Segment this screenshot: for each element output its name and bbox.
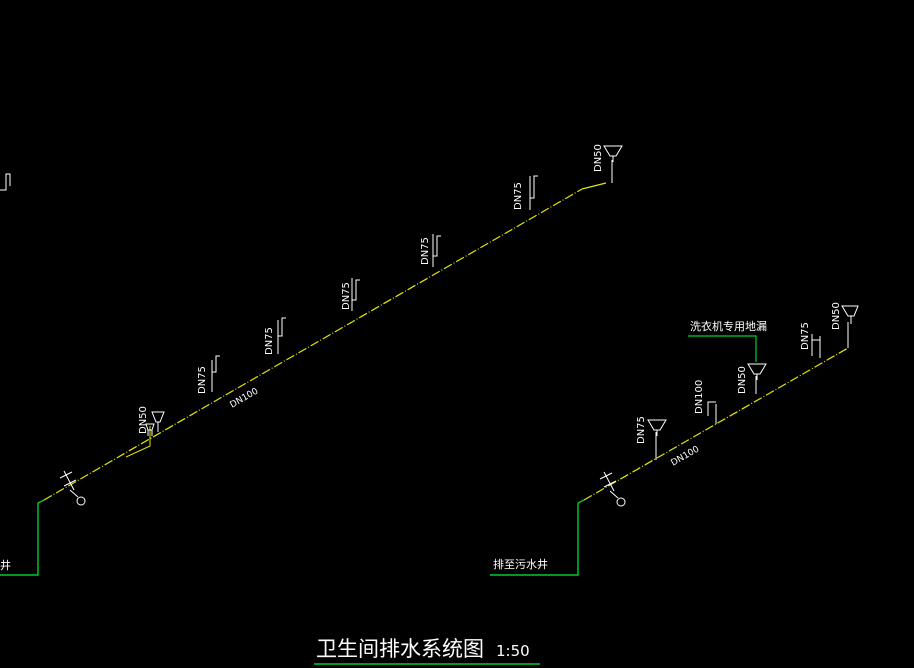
left-branch-4-label: DN75 (341, 282, 352, 310)
left-branch-1b (151, 411, 165, 432)
left-branch-2-label: DN75 (197, 366, 208, 394)
left-drainage-system: 井 DN100 DN50 DN75 (0, 144, 623, 576)
left-branch-2: DN75 (197, 355, 220, 394)
left-cleanout-symbol (59, 470, 86, 506)
left-branch-3-label: DN75 (264, 327, 275, 355)
right-branch-1: DN75 (636, 416, 667, 460)
right-branch-2: DN100 (694, 380, 717, 424)
left-branch-4: DN75 (341, 278, 360, 311)
right-branch-4-label: DN75 (800, 322, 811, 350)
left-outlet-riser (0, 499, 45, 576)
left-branch-7: DN50 (593, 144, 623, 183)
right-cleanout-symbol (599, 471, 626, 507)
washer-drain-label: 洗衣机专用地漏 (690, 319, 767, 333)
title-scale: 1:50 (496, 642, 530, 660)
left-main-pipe-end (581, 182, 607, 190)
floor-drain-icon (647, 419, 667, 436)
partial-trap-icon (0, 173, 11, 191)
left-main-pipe (43, 188, 583, 501)
right-branch-1-label: DN75 (636, 416, 647, 444)
left-branch-6-label: DN75 (513, 182, 524, 210)
washer-leader-line (688, 335, 757, 362)
floor-drain-icon (151, 411, 165, 432)
left-branch-7-label: DN50 (593, 144, 604, 172)
floor-drain-icon (747, 363, 767, 380)
trap-icon (352, 279, 360, 301)
right-branch-3-label: DN50 (737, 366, 748, 394)
right-branch-5: DN50 (831, 302, 859, 348)
right-outlet-label: 排至污水井 (493, 557, 548, 571)
left-branch-5: DN75 (420, 234, 441, 267)
floor-drain-icon (603, 145, 623, 162)
left-branch-1: DN50 (125, 406, 155, 458)
trap-icon (811, 334, 820, 356)
right-branch-5-label: DN50 (831, 302, 842, 330)
trap-icon (530, 175, 538, 199)
trap-icon (278, 317, 286, 337)
right-outlet-riser (490, 499, 585, 576)
title-main: 卫生间排水系统图 (316, 637, 484, 661)
left-branch-5-label: DN75 (420, 237, 431, 265)
left-outlet-label: 井 (0, 558, 11, 572)
floor-drain-icon (145, 423, 155, 436)
right-main-pipe (583, 347, 849, 501)
floor-drain-icon (841, 305, 859, 324)
drawing-title: 卫生间排水系统图 1:50 (314, 637, 540, 665)
right-branch-4: DN75 (800, 322, 821, 358)
right-branch-3: DN50 洗衣机专用地漏 (688, 319, 767, 394)
right-drainage-system: 排至污水井 DN100 DN75 DN100 DN50 (490, 302, 859, 576)
left-branch-6: DN75 (513, 175, 538, 210)
trap-icon (433, 235, 441, 257)
trap-icon (212, 355, 220, 373)
left-branch-3: DN75 (264, 317, 286, 355)
trap-icon (707, 401, 716, 416)
right-branch-2-label: DN100 (694, 380, 705, 414)
left-branch-1-label: DN50 (138, 406, 149, 434)
